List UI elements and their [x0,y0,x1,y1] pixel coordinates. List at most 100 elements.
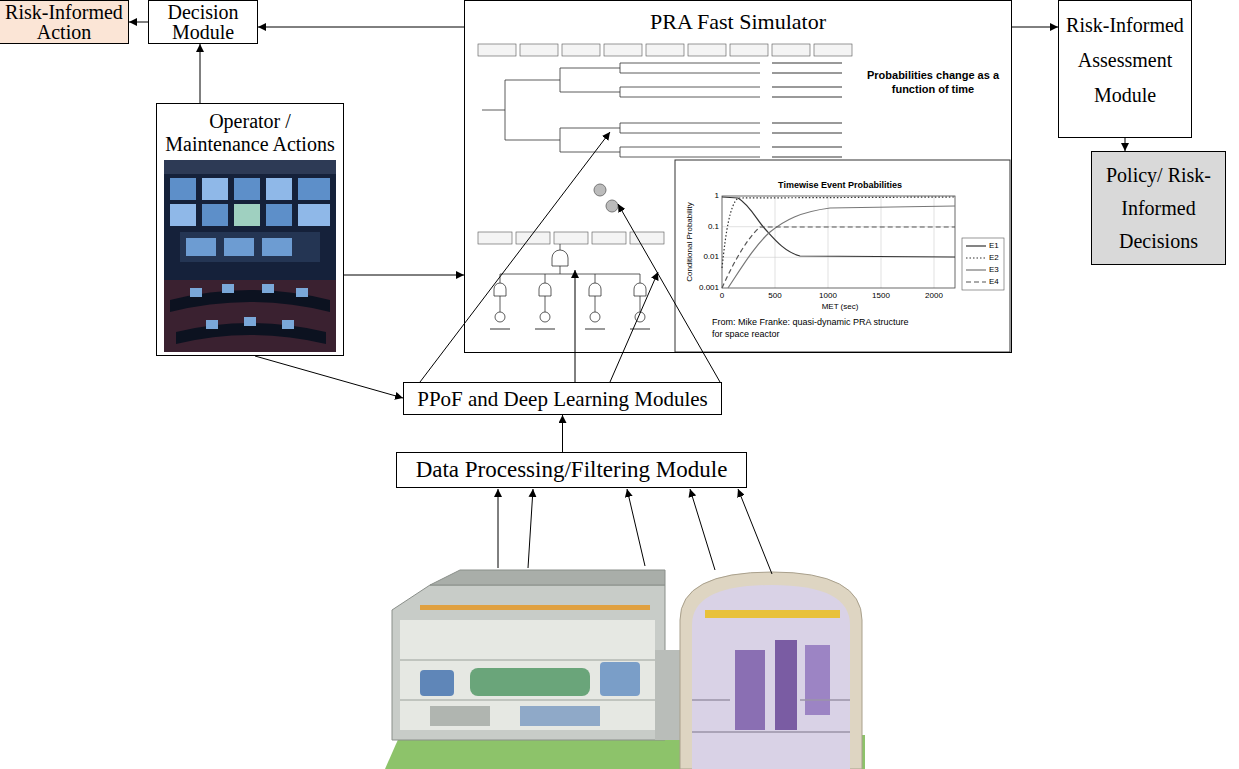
module-box: Data Processing/Filtering Module [396,452,747,488]
flow-arrow [1012,27,1058,28]
control-room-photo [206,320,218,329]
flow-arrow [420,132,610,382]
fault-tree-figure [478,232,512,244]
control-room-photo [298,204,330,226]
plant-cutaway [430,706,490,726]
fault-tree-figure [592,232,626,244]
operator-panel: Operator / Maintenance Actions [156,103,344,356]
control-room-photo [164,160,336,352]
plant-cutaway [600,662,640,696]
event-tree-figure [646,44,684,56]
probability-chart [966,281,986,282]
probability-chart [966,245,986,246]
sensor-arrows [627,489,645,566]
fault-tree-figure [478,232,664,329]
control-room-photo [170,178,196,200]
event-tree-figure [562,44,600,56]
probability-chart [966,257,986,258]
tick-label: 0.01 [689,252,719,262]
tick-label: 0 [707,291,737,301]
module-box: PPoF and Deep Learning Modules [403,382,722,415]
control-room-photo [222,284,234,293]
plant-cutaway [692,700,850,732]
control-room-photo [170,204,196,226]
control-room-photo [266,178,292,200]
plant-cutaway [385,570,865,769]
event-tree-figure [772,44,810,56]
probability-chart [722,196,955,288]
plant-cutaway [735,650,765,730]
control-room-photo [176,323,326,344]
tick-label: 1 [689,191,719,201]
legend-label: E3 [989,265,999,274]
flow-arrow [610,272,658,382]
probability-chart [962,238,1004,290]
control-room-photo [164,280,336,352]
event-tree-figure [594,184,606,196]
tick-label: 500 [760,291,790,301]
control-room-photo [262,238,292,256]
flow-arrow [618,204,720,382]
plant-cutaway [430,570,665,585]
flow-arrow [200,44,201,103]
control-room-photo [234,204,260,226]
event-tree-figure [688,44,726,56]
legend-label: E4 [989,277,999,286]
legend-entry: E3 [989,265,999,275]
sensor-arrows [738,489,772,574]
control-room-photo [164,160,336,352]
plant-cutaway [520,706,600,726]
event-tree-figure [606,200,618,212]
axis-title: Conditional Probability [685,187,695,297]
probability-chart [722,196,955,288]
probability-chart [728,206,955,288]
plant-cutaway [705,610,840,618]
control-room-photo [224,238,254,256]
fault-tree-figure [554,232,588,244]
box-text: Policy/ Risk-Informed Decisions [1096,159,1221,258]
sensor-arrows [528,489,533,568]
axis-title: MET (sec) [810,302,870,312]
fault-tree-figure [495,312,505,322]
tick-label: 1000 [813,291,843,301]
decision-box: Decision Module [148,0,258,44]
flow-arrow [1125,138,1126,151]
control-room-photo [164,160,336,174]
assessment-box: Risk-Informed Assessment Module [1058,0,1192,138]
simulator-panel: PRA Fast Simulator [464,0,1012,353]
legend-entry: E1 [989,241,999,251]
action-box: Risk-Informed Action [0,0,129,44]
plant-cutaway [400,660,655,700]
control-room-photo [190,288,202,297]
control-room-photo [266,204,292,226]
event-tree-figure [814,44,852,56]
event-tree-figure [482,63,760,157]
legend-label: E1 [989,241,999,250]
fault-tree-figure [494,283,646,296]
control-room-photo [234,178,260,200]
plant-cutaway [805,645,830,715]
plant-cutaway [420,670,454,696]
fault-tree-figure [552,250,568,266]
box-text: Operator / Maintenance Actions [163,110,337,156]
box-text: Decision Module [153,2,253,42]
control-room-photo [202,204,228,226]
fault-tree-figure [500,244,640,312]
plant-cutaway [775,640,797,730]
legend-label: E2 [989,253,999,262]
control-room-photo [180,232,320,262]
flow-arrow [575,270,576,382]
control-room-photo [244,317,256,326]
control-room-photo [296,288,308,297]
event-tree-figure [772,63,842,157]
event-tree-figure [520,44,558,56]
flow-arrow [258,27,464,28]
plant-cutaway [692,585,850,769]
plant-cutaway [680,572,862,769]
source-note: From: Mike Franke: quasi-dynamic PRA str… [712,316,912,340]
probability-chart [966,269,986,270]
probability-chart [722,227,955,288]
tick-label: 1500 [866,291,896,301]
control-room-photo [202,178,228,200]
